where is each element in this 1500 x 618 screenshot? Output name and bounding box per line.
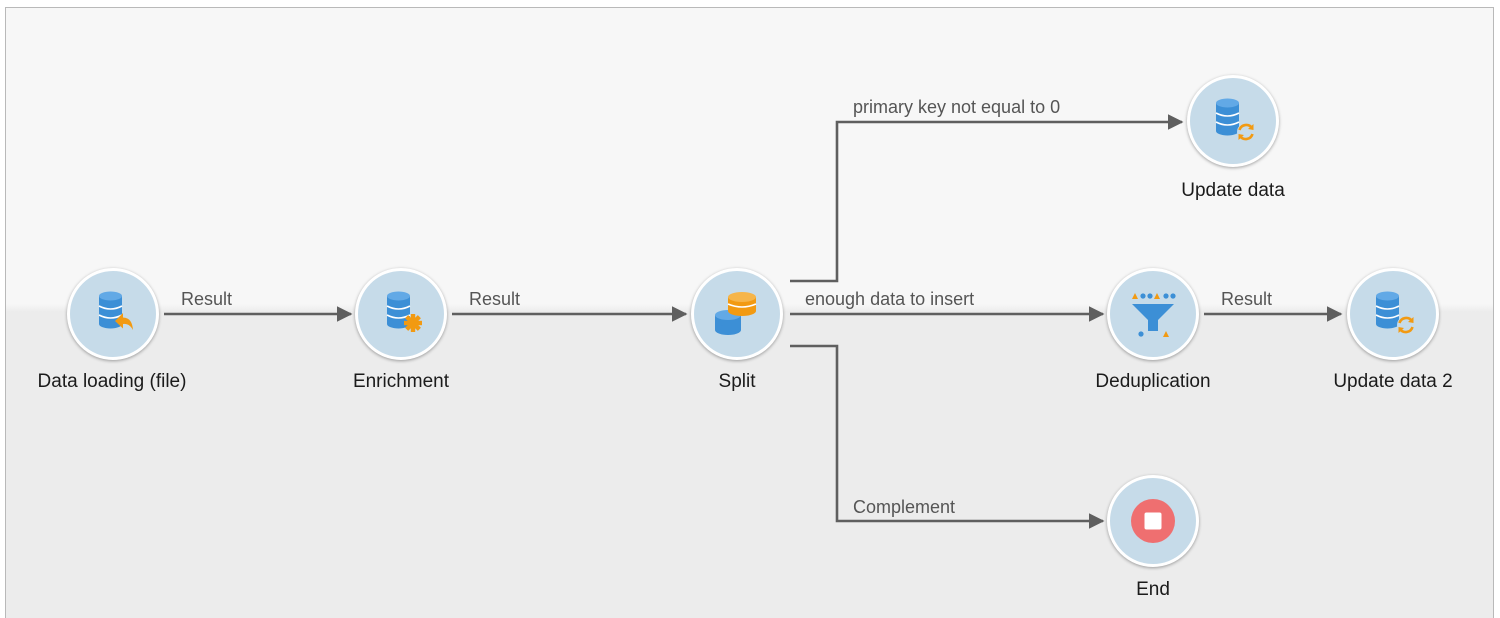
deduplication-funnel-icon [1132,293,1176,337]
transition-label-result-1: Result [181,289,233,309]
transition-label-result-2: Result [469,289,521,309]
activity-label-deduplication: Deduplication [1095,371,1211,392]
stop-icon [1131,499,1175,543]
transition-split-to-update-data[interactable] [790,114,1184,283]
activity-split[interactable] [691,268,783,360]
activity-label-update-data: Update data [1181,180,1285,201]
transition-split-to-end[interactable] [790,344,1105,529]
activity-data-loading[interactable] [67,268,159,360]
activity-update-data-2[interactable] [1347,268,1439,360]
activity-end[interactable] [1107,475,1199,567]
database-import-icon [98,291,133,330]
activity-label-end: End [1136,579,1170,600]
database-update-icon [1375,291,1415,334]
workflow-canvas[interactable]: Result Result primary key not equal to 0… [5,7,1494,618]
activity-label-split: Split [718,371,756,392]
activity-label-update-data-2: Update data 2 [1333,371,1453,392]
activity-label-enrichment: Enrichment [352,371,450,392]
transition-label-result-3: Result [1221,289,1273,309]
database-update-icon [1215,98,1255,141]
transition-label-enough-data: enough data to insert [805,289,975,309]
split-icon [715,292,757,335]
transition-links [164,114,1343,529]
activity-update-data[interactable] [1187,75,1279,167]
transition-label-complement: Complement [853,497,956,517]
activity-deduplication[interactable] [1107,268,1199,360]
activity-label-data-loading: Data loading (file) [37,371,187,392]
activity-enrichment[interactable] [355,268,447,360]
database-enrichment-icon [386,291,422,332]
transition-label-primary-key: primary key not equal to 0 [853,97,1061,117]
